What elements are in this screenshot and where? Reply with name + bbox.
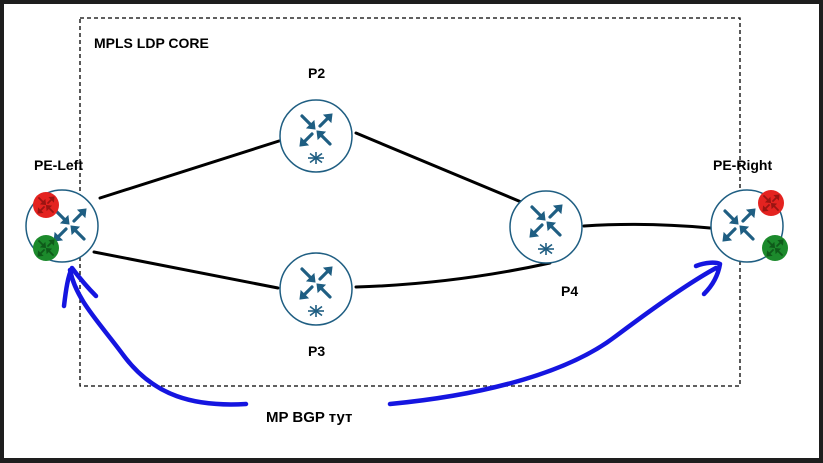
green-vrf-router-icon (762, 235, 788, 261)
red-vrf-router-icon (758, 190, 784, 216)
links (92, 131, 712, 290)
mp-bgp-left-arrow (67, 267, 249, 407)
router-pe-right[interactable] (710, 189, 788, 263)
green-vrf-router-icon (33, 235, 59, 261)
router-star-icon (537, 242, 555, 256)
mpls-core-boundary (79, 17, 741, 387)
red-vrf-router-icon (33, 192, 59, 218)
link-p4-peright (582, 222, 712, 230)
mp-bgp-annotation (61, 260, 723, 407)
router-star-icon (307, 151, 325, 165)
router-star-icon (307, 304, 325, 318)
mp-bgp-label: MP BGP тут (266, 409, 352, 426)
mpls-core-label: MPLS LDP CORE (94, 35, 209, 51)
pe-left-label: PE-Left (34, 157, 83, 173)
p2-label: P2 (308, 65, 325, 81)
mp-bgp-right-arrow (387, 265, 719, 407)
link-p3-p4 (354, 261, 552, 289)
router-pe-left[interactable] (25, 189, 99, 263)
mp-bgp-right-arrowhead (693, 260, 723, 297)
mp-bgp-left-arrowhead (61, 265, 99, 309)
diagram-page: MPLS LDP CORE (4, 4, 819, 458)
link-p2-p4 (354, 131, 528, 206)
network-diagram: MPLS LDP CORE (25, 17, 788, 426)
router-p4[interactable] (509, 190, 583, 264)
pe-right-label: PE-Right (713, 157, 772, 173)
router-p3[interactable] (279, 252, 353, 326)
router-p2[interactable] (279, 99, 353, 173)
p3-label: P3 (308, 343, 325, 359)
p4-label: P4 (561, 283, 578, 299)
link-peleft-p3 (92, 250, 280, 290)
link-peleft-p2 (98, 139, 281, 200)
